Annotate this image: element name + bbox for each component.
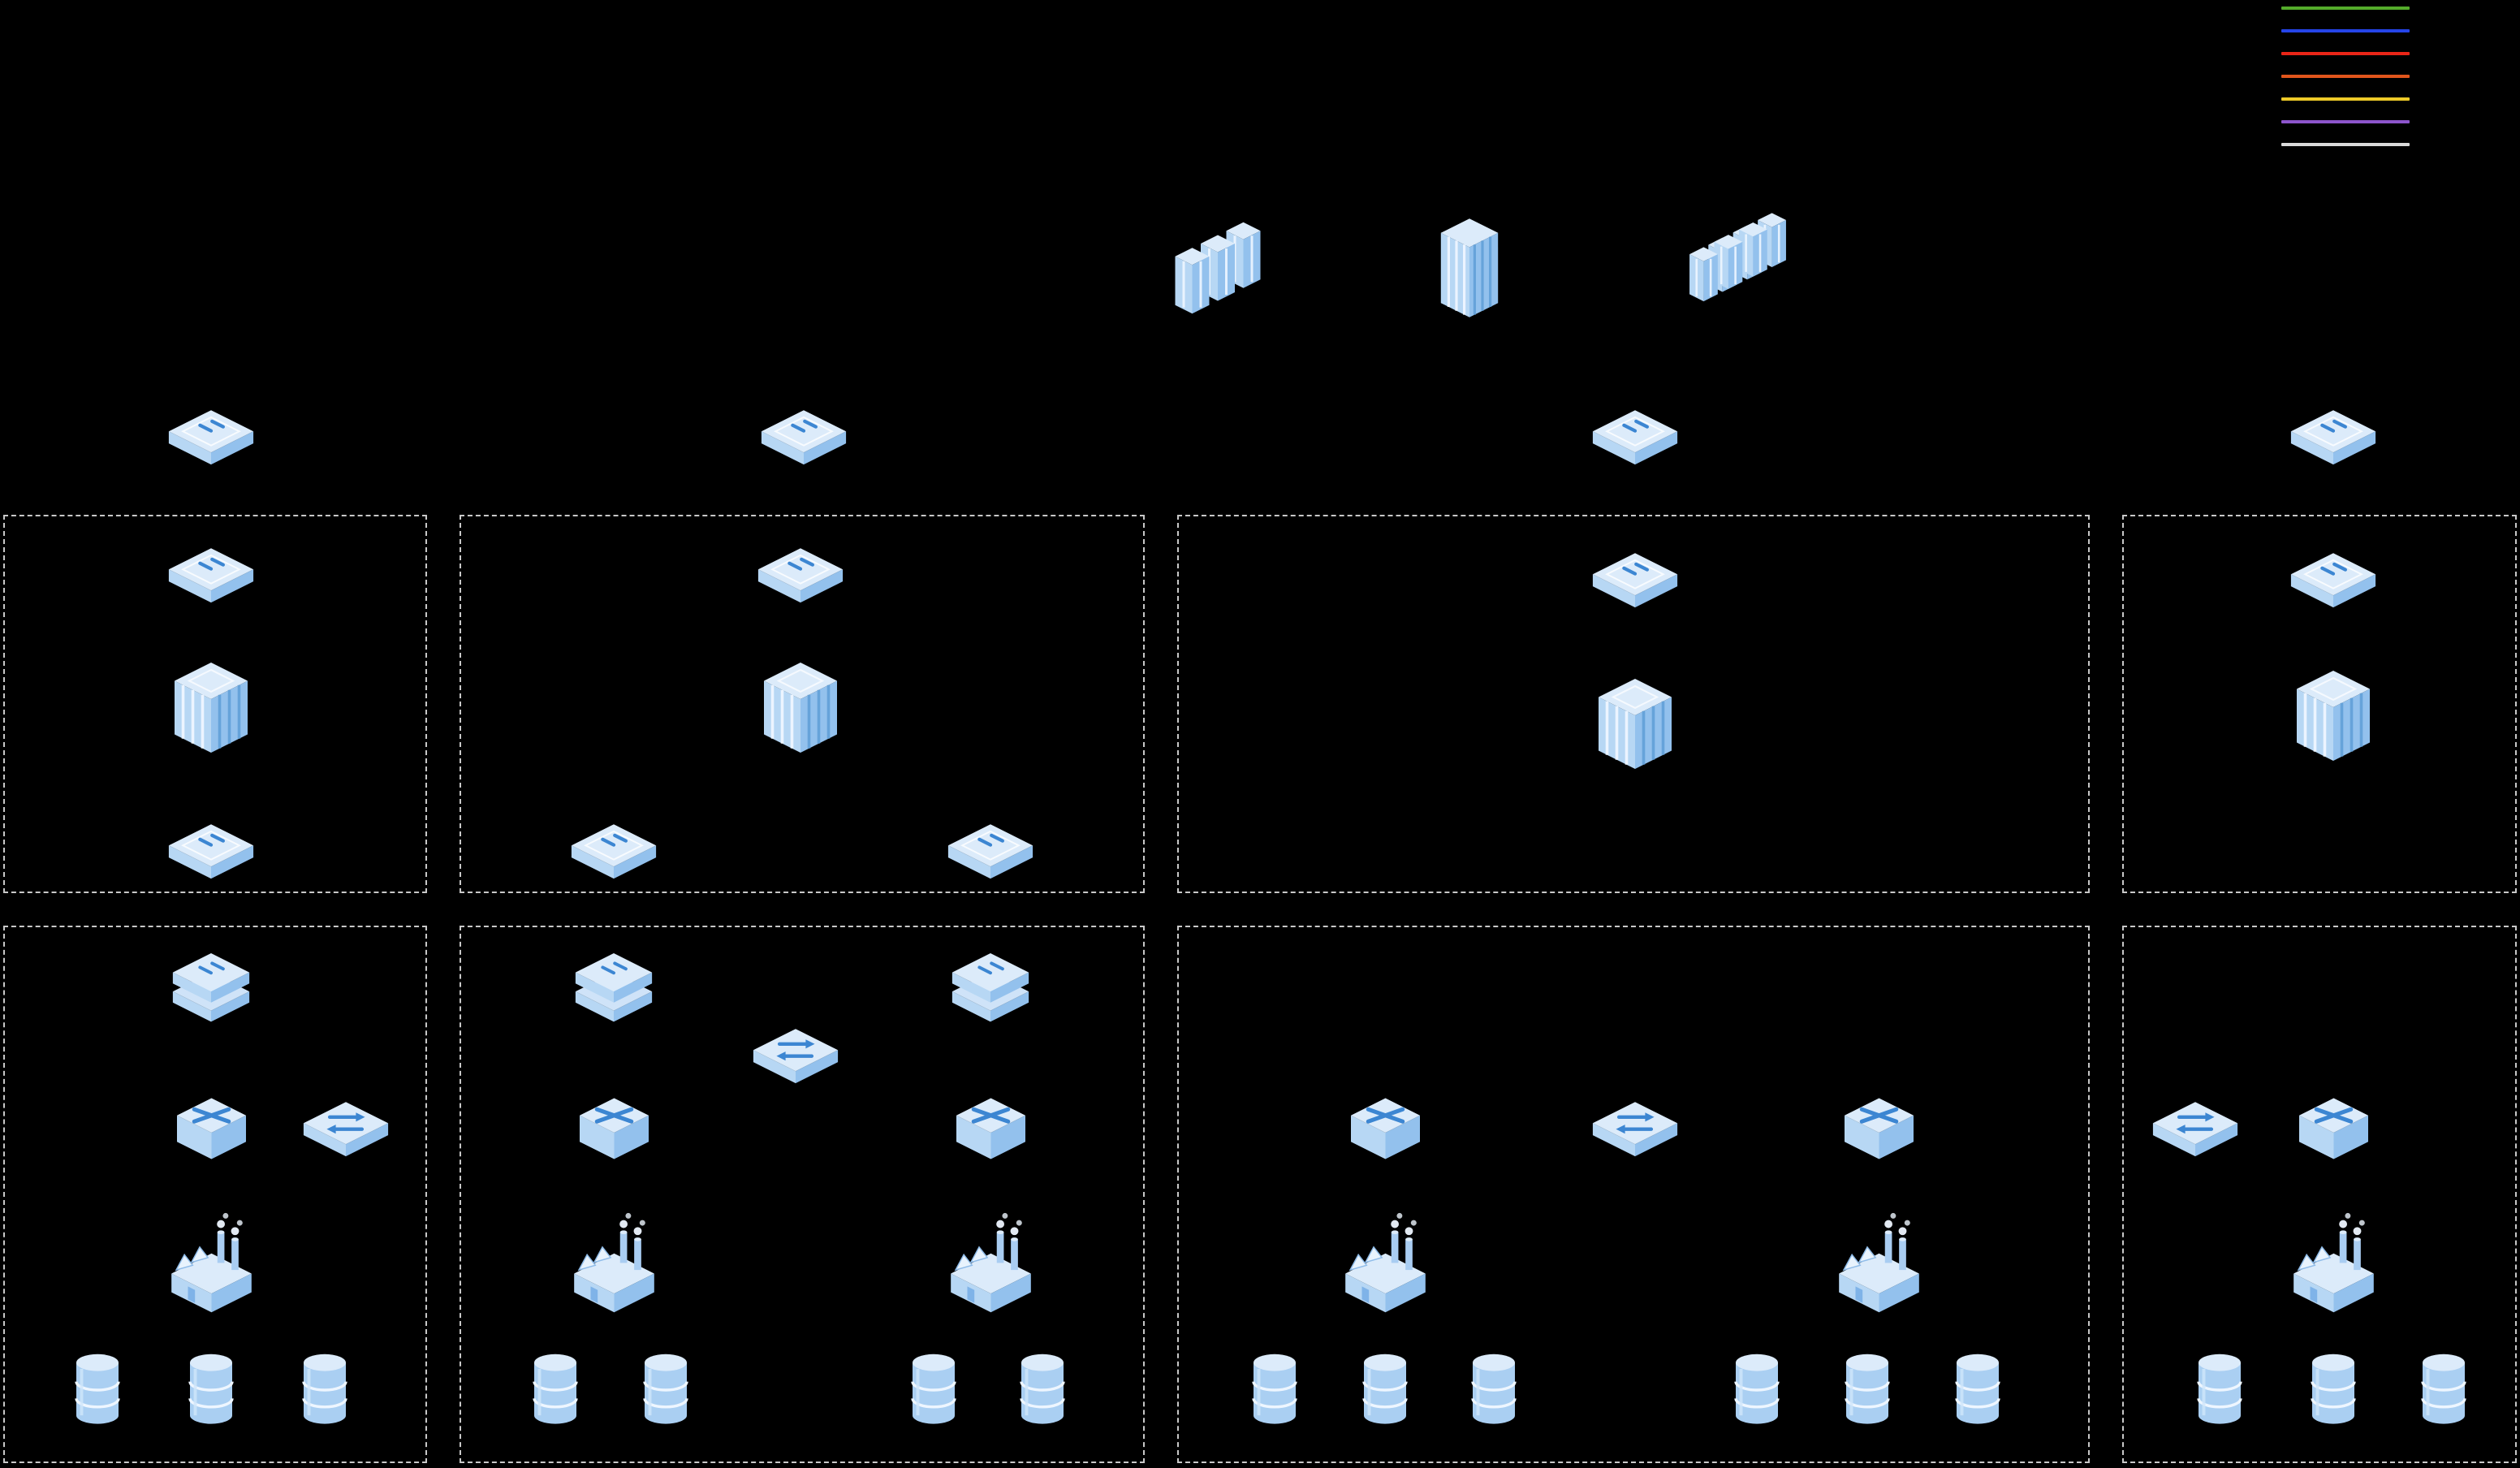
database-icon bbox=[1362, 1352, 1408, 1426]
database-icon bbox=[302, 1352, 347, 1426]
gateway-icon bbox=[296, 1072, 396, 1172]
factory-icon bbox=[170, 1211, 252, 1313]
server-rack-icon bbox=[173, 661, 249, 754]
load-balancer-icon bbox=[1335, 1072, 1436, 1173]
router-icon bbox=[2283, 380, 2384, 481]
legend-line bbox=[2281, 29, 2410, 32]
zone-4 bbox=[2122, 515, 2517, 893]
switch-icon bbox=[161, 794, 261, 895]
switch-icon bbox=[161, 518, 261, 619]
database-icon bbox=[1471, 1352, 1517, 1426]
database-icon bbox=[1020, 1352, 1065, 1426]
legend-line bbox=[2281, 97, 2410, 101]
router-icon bbox=[1585, 380, 1685, 481]
database-icon bbox=[1955, 1352, 2000, 1426]
database-icon bbox=[643, 1352, 688, 1426]
load-balancer-icon bbox=[1828, 1072, 1930, 1173]
load-balancer-icon bbox=[563, 1072, 665, 1173]
switch-stack-icon bbox=[950, 952, 1031, 1024]
switch-icon bbox=[940, 794, 1041, 895]
legend bbox=[2281, 6, 2410, 166]
database-icon bbox=[1845, 1352, 1890, 1426]
switch-icon bbox=[1585, 523, 1685, 624]
router-icon bbox=[161, 380, 261, 481]
database-icon bbox=[911, 1352, 956, 1426]
load-balancer-icon bbox=[940, 1072, 1042, 1173]
building-icon bbox=[1439, 217, 1499, 319]
database-icon bbox=[2311, 1352, 2356, 1426]
legend-line bbox=[2281, 143, 2410, 146]
zone-7 bbox=[1177, 926, 2090, 1463]
legend-line bbox=[2281, 120, 2410, 123]
switch-icon bbox=[2283, 523, 2384, 624]
switch-icon bbox=[750, 518, 851, 619]
database-icon bbox=[1734, 1352, 1780, 1426]
load-balancer-icon bbox=[2283, 1072, 2384, 1173]
gateway-icon bbox=[2145, 1072, 2246, 1172]
zone-6 bbox=[460, 926, 1145, 1463]
switch-stack-icon bbox=[170, 952, 252, 1024]
rack-cluster-icon bbox=[1688, 211, 1787, 302]
router-icon bbox=[753, 380, 854, 481]
database-icon bbox=[1252, 1352, 1297, 1426]
database-icon bbox=[2197, 1352, 2242, 1426]
database-icon bbox=[533, 1352, 578, 1426]
legend-line bbox=[2281, 6, 2410, 10]
server-rack-icon bbox=[762, 661, 839, 754]
legend-line bbox=[2281, 75, 2410, 78]
factory-icon bbox=[572, 1211, 655, 1313]
factory-icon bbox=[1344, 1211, 1426, 1313]
zone-3 bbox=[1177, 515, 2090, 893]
gateway-icon bbox=[1585, 1072, 1685, 1172]
factory-icon bbox=[949, 1211, 1032, 1313]
legend-line bbox=[2281, 52, 2410, 55]
zone-2 bbox=[460, 515, 1145, 893]
switch-stack-icon bbox=[573, 952, 654, 1024]
gateway-icon bbox=[745, 999, 846, 1099]
server-rack-icon bbox=[1597, 677, 1673, 771]
database-icon bbox=[75, 1352, 120, 1426]
factory-icon bbox=[2292, 1211, 2375, 1313]
switch-icon bbox=[563, 794, 664, 895]
zone-1 bbox=[3, 515, 427, 893]
database-icon bbox=[188, 1352, 234, 1426]
load-balancer-icon bbox=[161, 1072, 262, 1173]
server-rack-icon bbox=[2295, 669, 2371, 762]
rack-row-icon bbox=[1174, 221, 1262, 315]
zone-8 bbox=[2122, 926, 2517, 1463]
zone-5 bbox=[3, 926, 427, 1463]
database-icon bbox=[2421, 1352, 2466, 1426]
factory-icon bbox=[1837, 1211, 1920, 1313]
